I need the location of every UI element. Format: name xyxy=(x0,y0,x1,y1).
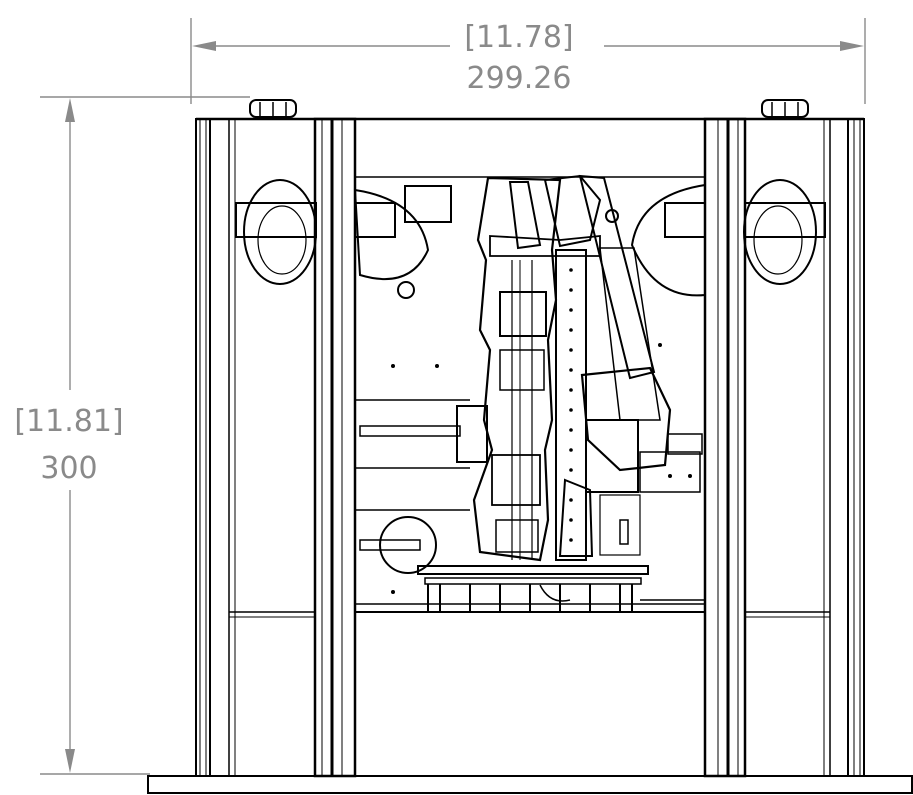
height-metric-label: 300 xyxy=(40,451,97,486)
left-top-cap xyxy=(249,99,297,118)
left-column xyxy=(195,117,357,778)
width-metric-label: 299.26 xyxy=(467,61,572,96)
right-pulley-assembly xyxy=(605,179,826,297)
base-plate xyxy=(147,775,913,794)
height-imperial-label: [11.81] xyxy=(14,404,123,439)
width-imperial-label: [11.78] xyxy=(464,20,573,55)
height-arrow-top xyxy=(65,98,75,122)
height-arrow-bottom xyxy=(65,749,75,773)
width-dimension: [11.78] 299.26 xyxy=(190,18,866,104)
height-dimension: [11.81] 300 xyxy=(14,96,250,775)
mounting-holes xyxy=(391,343,692,594)
top-beam xyxy=(196,117,864,178)
right-column xyxy=(703,117,865,778)
left-pulley-assembly xyxy=(235,179,452,299)
bottom-platform xyxy=(417,565,649,612)
beam-slot-dots xyxy=(569,268,573,542)
width-arrow-left xyxy=(192,41,216,51)
width-arrow-right xyxy=(840,41,864,51)
horizontal-rails xyxy=(355,399,705,613)
central-mechanism xyxy=(472,174,703,562)
right-top-cap xyxy=(761,99,809,118)
